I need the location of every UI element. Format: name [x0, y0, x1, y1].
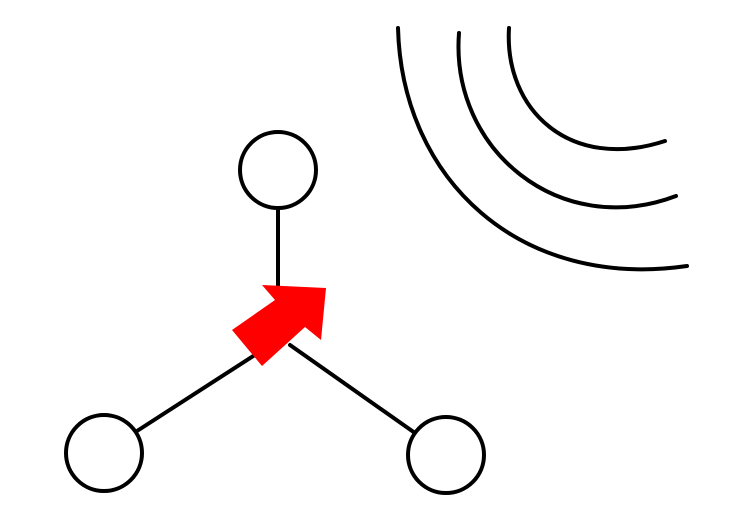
- signal-arc-inner: [506, 26, 667, 152]
- signal-arc-outer: [396, 26, 689, 272]
- bottom-right-node: [406, 415, 486, 495]
- signal-arc-middle: [456, 31, 678, 210]
- arrow-icon: [232, 285, 326, 366]
- edge-bottom-right: [288, 343, 417, 435]
- top-node: [238, 130, 318, 210]
- bottom-left-node: [64, 413, 144, 493]
- wifi-signal-icon: [396, 26, 689, 272]
